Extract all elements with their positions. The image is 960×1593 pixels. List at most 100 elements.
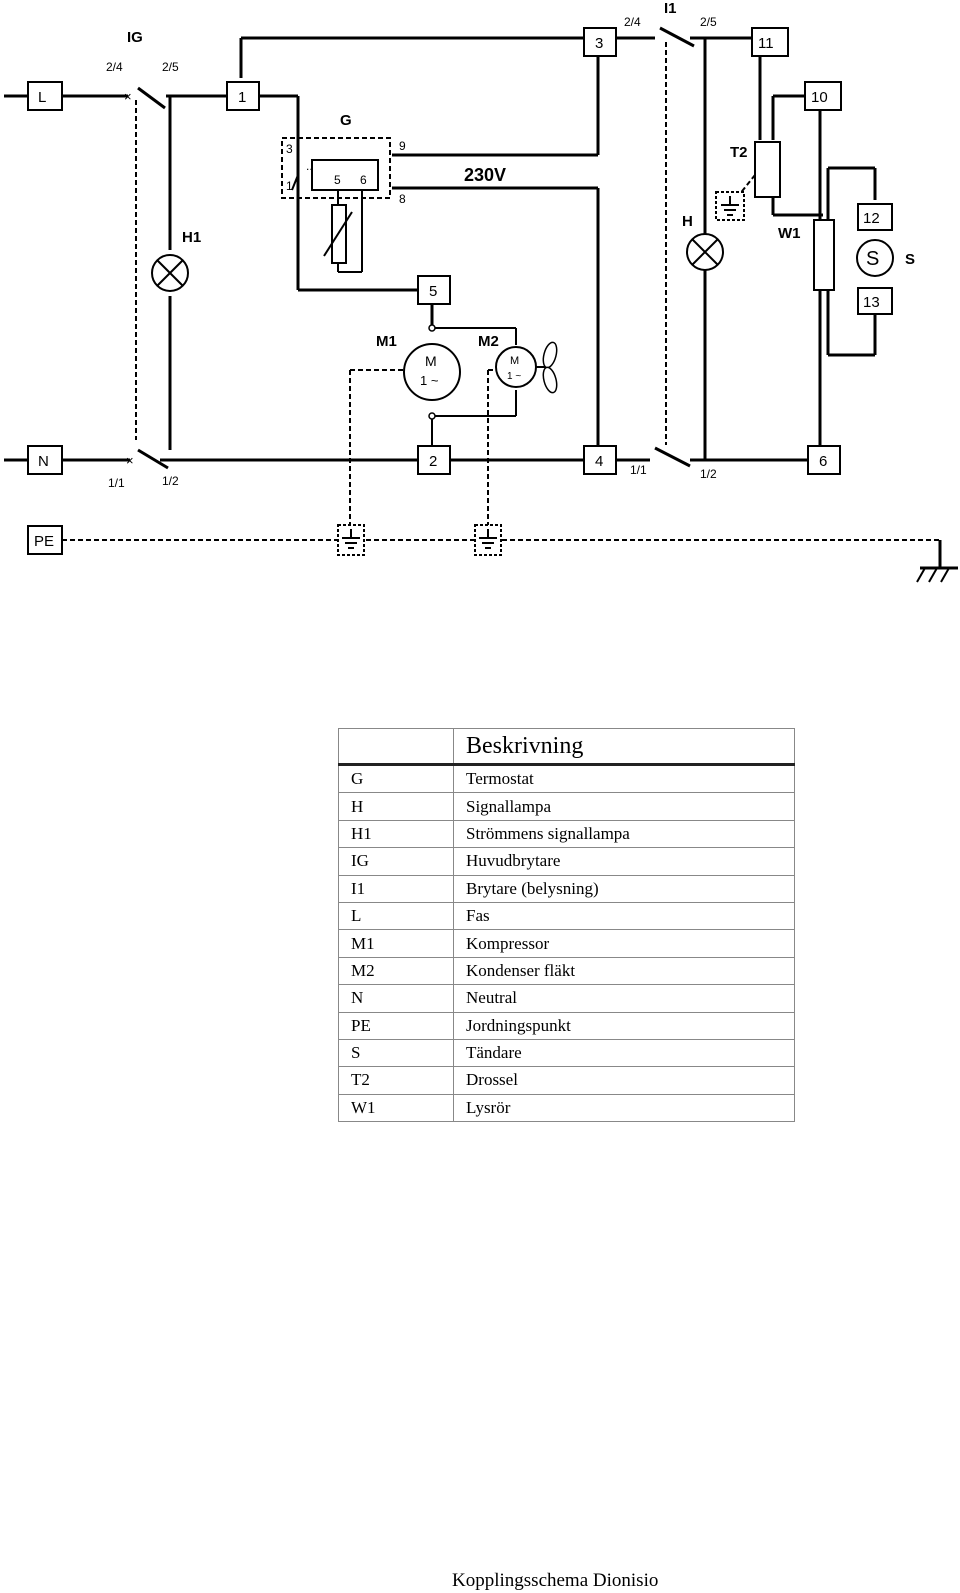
legend-code: I1	[338, 874, 454, 903]
legend-description: Brytare (belysning)	[453, 874, 795, 903]
label-230V: 230V	[464, 165, 506, 185]
legend-code: N	[338, 984, 454, 1013]
thermostat-pin-3: 3	[286, 142, 293, 156]
label-H: H	[682, 213, 693, 230]
legend-code: S	[338, 1038, 454, 1068]
fan-m2-icon: M 1 ~	[495, 341, 558, 394]
thermostat-pin-5: 5	[334, 173, 341, 187]
thermostat-pin-9: 9	[399, 139, 406, 153]
svg-text:1: 1	[238, 89, 246, 106]
legend-code: L	[338, 901, 454, 931]
terminal-11: 11	[751, 27, 789, 57]
legend-description: Drossel	[453, 1066, 795, 1095]
legend-description: Jordningspunkt	[453, 1011, 795, 1040]
terminal-13: 13	[857, 287, 893, 315]
label-H1: H1	[182, 229, 201, 246]
legend-description: Lysrör	[453, 1093, 795, 1123]
legend-code: G	[338, 763, 454, 794]
legend-description: Huvudbrytare	[453, 847, 795, 876]
compressor-m1-icon: M 1 ~	[403, 324, 461, 420]
legend-description: Kompressor	[453, 929, 795, 958]
legend-code: T2	[338, 1066, 454, 1095]
terminal-12: 12	[857, 203, 893, 231]
wiring-diagram: 3 .. 1 5 6 9 8 S M 1 ~ M 1 ~	[4, 0, 958, 583]
legend-description: Neutral	[453, 984, 795, 1013]
legend-code: M1	[338, 929, 454, 958]
terminal-4: 4	[583, 445, 617, 475]
terminal-2: 2	[417, 445, 451, 475]
legend-code: H1	[338, 819, 454, 849]
choke-t2-icon	[754, 141, 781, 198]
terminal-5: 5	[417, 275, 451, 305]
terminal-PE: PE	[27, 525, 63, 555]
svg-text:11: 11	[758, 35, 774, 52]
thermostat-pin-6: 6	[360, 173, 367, 187]
svg-text:12: 12	[863, 210, 880, 227]
legend-description: Kondenser fläkt	[453, 956, 795, 986]
ig-cross-mark: ×	[124, 89, 132, 104]
ig-cross-mark-bottom: ×	[126, 453, 134, 468]
terminal-1: 1	[226, 81, 260, 111]
fluorescent-tube-w1-icon	[813, 219, 835, 291]
label-i1-2-4: 2/4	[624, 15, 641, 29]
label-W1: W1	[778, 225, 801, 242]
legend-description: Fas	[453, 901, 795, 931]
label-G: G	[340, 112, 352, 129]
svg-text:2: 2	[429, 453, 437, 470]
m1-rating: 1 ~	[420, 373, 439, 388]
starter-symbol: S	[866, 248, 879, 270]
h1-lamp-icon	[151, 254, 189, 292]
diagram-caption: Kopplingsschema Dionisio	[452, 1570, 659, 1591]
terminal-3: 3	[583, 27, 617, 57]
starter-s-icon: S	[856, 239, 894, 277]
legend-description: Tändare	[453, 1038, 795, 1068]
svg-text:6: 6	[819, 453, 827, 470]
legend-header-row: Beskrivning	[338, 728, 795, 766]
label-ig-2-4: 2/4	[106, 60, 123, 74]
m1-symbol: M	[425, 353, 437, 369]
legend-code: M2	[338, 956, 454, 986]
label-ig-2-5: 2/5	[162, 60, 179, 74]
t2-ground-icon	[715, 191, 745, 221]
m2-symbol: M	[510, 355, 519, 367]
svg-text:13: 13	[863, 294, 880, 311]
thermostat-pin-1: 1	[286, 179, 293, 193]
label-i1-1-2: 1/2	[700, 467, 717, 481]
legend-code: W1	[338, 1093, 454, 1123]
svg-text:L: L	[38, 89, 46, 106]
label-I1: I1	[664, 0, 677, 17]
label-S: S	[905, 251, 915, 268]
legend-code: PE	[338, 1011, 454, 1040]
m2-rating: 1 ~	[507, 371, 521, 382]
label-i1-1-1: 1/1	[630, 463, 647, 477]
terminal-L: L	[27, 81, 63, 111]
label-ig-1-1: 1/1	[108, 476, 125, 490]
m1-ground-icon	[337, 524, 365, 556]
terminal-6: 6	[807, 445, 841, 475]
thermostat-pin-8: 8	[399, 192, 406, 206]
legend-header-description: Beskrivning	[453, 728, 795, 766]
legend-description: Termostat	[453, 763, 795, 794]
label-M2: M2	[478, 333, 499, 350]
h-lamp-icon	[686, 233, 724, 271]
label-T2: T2	[730, 144, 748, 161]
svg-text:3: 3	[595, 35, 603, 52]
svg-text:5: 5	[429, 283, 437, 300]
svg-text:PE: PE	[34, 533, 54, 550]
terminal-10: 10	[804, 81, 842, 111]
terminal-N: N	[27, 445, 63, 475]
label-ig-1-2: 1/2	[162, 474, 179, 488]
legend-description: Signallampa	[453, 792, 795, 821]
